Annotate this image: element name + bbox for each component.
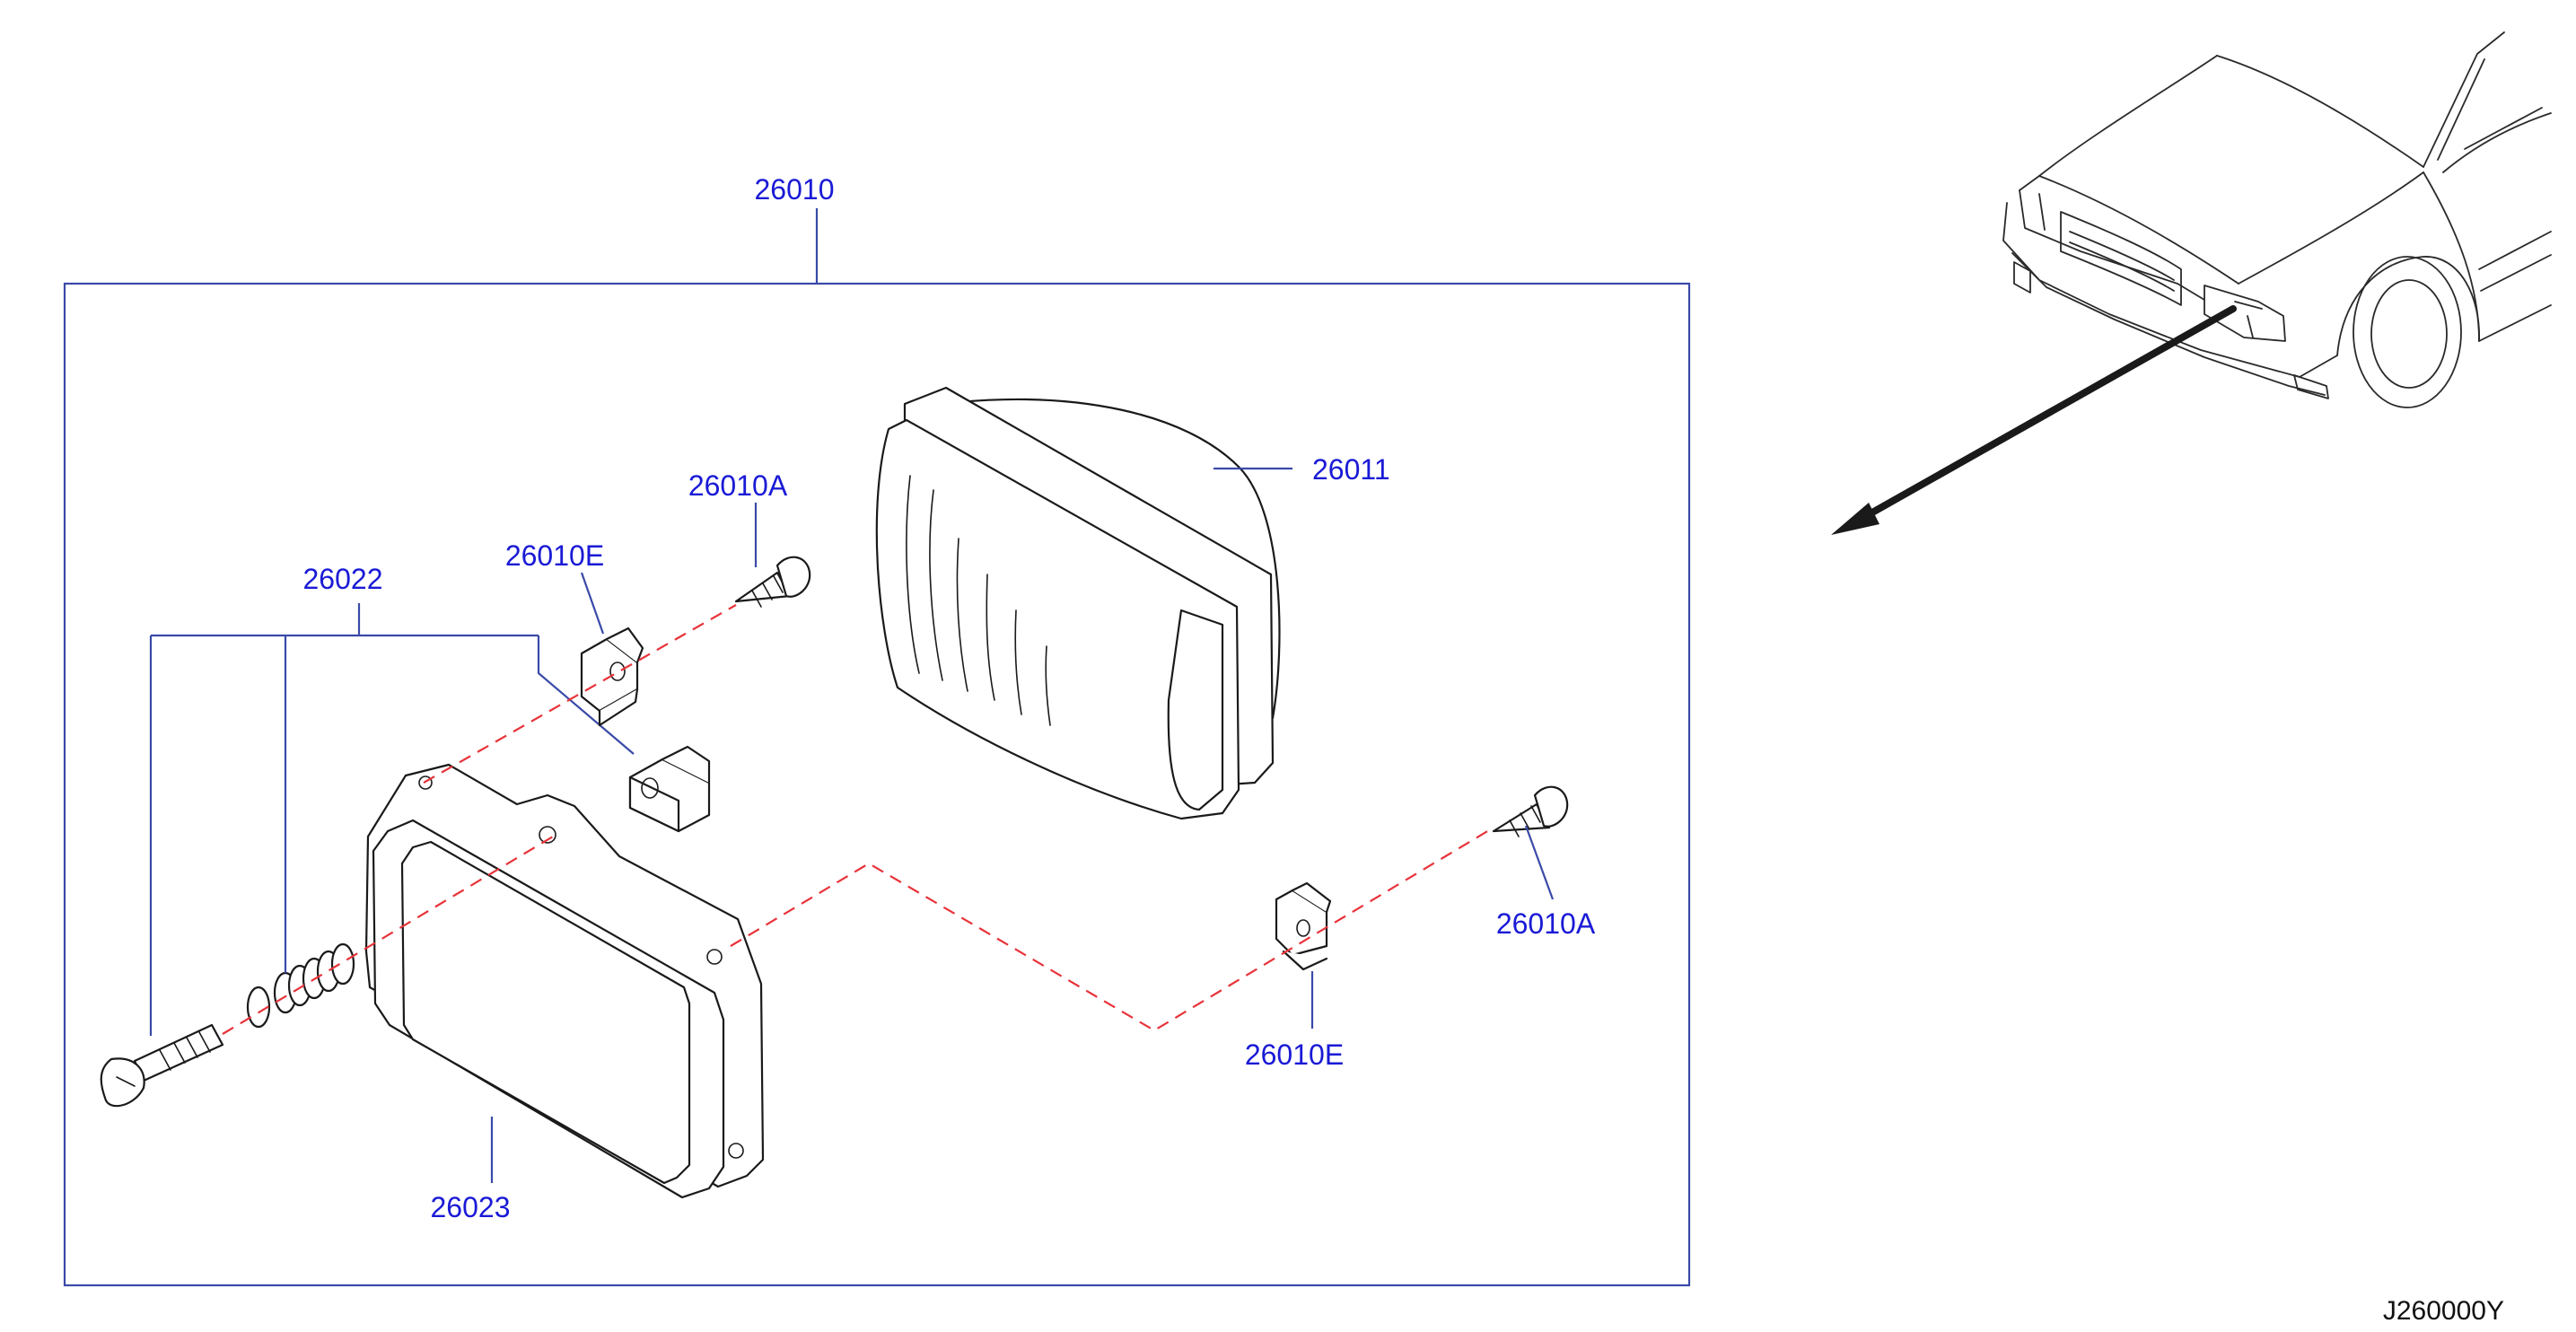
- adjuster-nut-part: [628, 745, 711, 833]
- screw-right-leader: [1524, 825, 1555, 900]
- clip-bottom-part: [1275, 881, 1332, 971]
- vehicle-locator-car: [2002, 31, 2552, 408]
- label-adjuster-kit: 26022: [303, 563, 383, 595]
- screw-right-part: [1492, 785, 1569, 837]
- label-clip-top: 26010E: [505, 539, 604, 572]
- adjuster-kit-leader: [149, 603, 635, 1036]
- label-screw-right: 26010A: [1496, 907, 1596, 940]
- label-assembly: 26010: [755, 173, 835, 206]
- gasket-rim-part: [364, 763, 765, 1199]
- assembly-frame: [63, 282, 1691, 1287]
- clip-top-leader: [580, 572, 605, 635]
- lens-housing-part: [875, 386, 1281, 820]
- label-clip-bottom: 26010E: [1245, 1038, 1344, 1071]
- adjuster-screw-part: [100, 1023, 224, 1108]
- label-lens-housing: 26011: [1312, 453, 1390, 486]
- screw-top-part: [734, 556, 811, 608]
- drawing-code: J260000Y: [2383, 1296, 2504, 1326]
- spring-part: [246, 942, 355, 1029]
- locator-arrow: [1831, 305, 2237, 535]
- label-screw-top: 26010A: [688, 469, 788, 502]
- clip-top-part: [580, 627, 644, 727]
- alignment-lines: [222, 604, 1494, 1035]
- label-gasket-rim: 26023: [431, 1191, 511, 1223]
